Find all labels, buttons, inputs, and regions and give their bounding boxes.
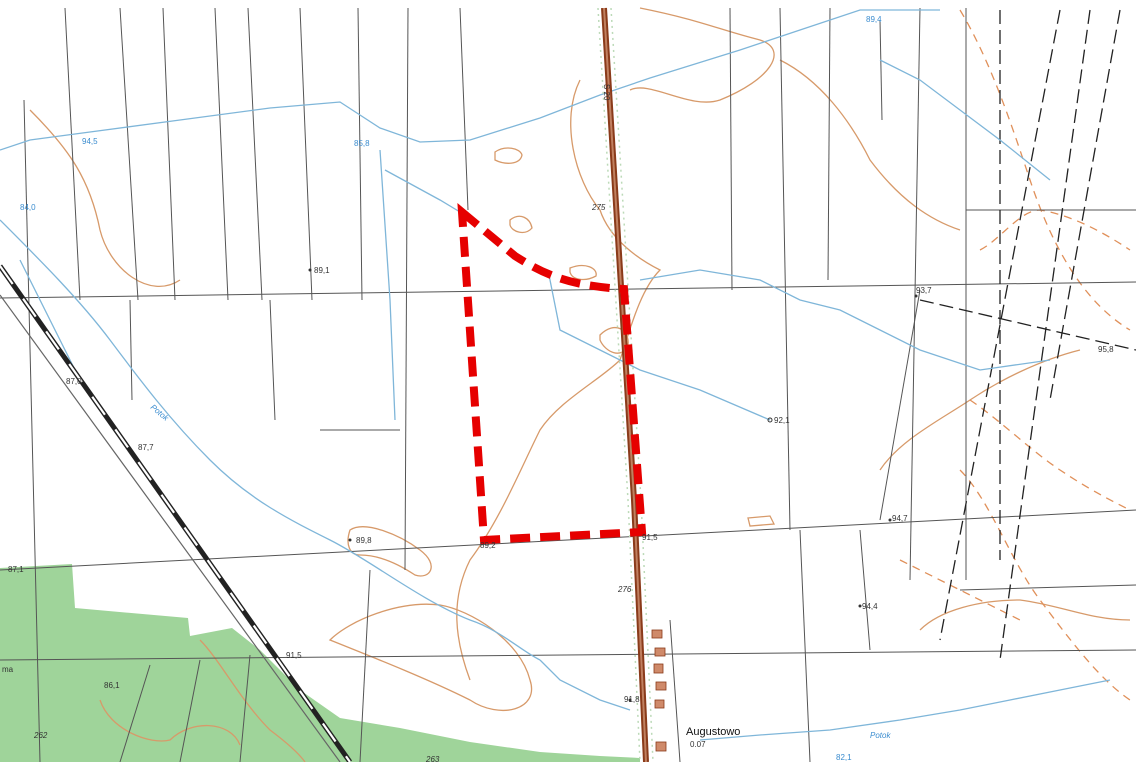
spot-height-label: 94,7: [892, 514, 908, 523]
spot-height-label: 95,8: [1098, 345, 1114, 354]
spot-height-label: 94,4: [862, 602, 878, 611]
spot-height-label: 92,1: [774, 416, 790, 425]
spot-height-label: 93,7: [916, 286, 932, 295]
spot-height-label: 82,1: [836, 753, 852, 762]
spot-height-label: 91,5: [286, 651, 302, 660]
railway: [0, 264, 353, 762]
main-road: [597, 7, 654, 762]
road-number-label: S 20: [602, 84, 611, 101]
spot-height-label: 85,8: [354, 139, 370, 148]
dashed-power-lines: [919, 9, 1136, 661]
edge-label: ma: [2, 665, 14, 674]
spot-height-label: 87,1: [8, 565, 24, 574]
plot-boundary: [457, 202, 647, 545]
place-name-label: Augustowo: [686, 726, 740, 738]
contour-label: 276: [617, 585, 632, 594]
forest-area: [0, 564, 640, 762]
place-value-label: 0.07: [690, 740, 706, 749]
contour-label: 262: [33, 731, 48, 740]
streams: [0, 9, 1111, 741]
spot-height-label: 84,0: [20, 203, 36, 212]
spot-height-label: 89,8: [356, 536, 372, 545]
stream-name-label: Potok: [870, 731, 891, 740]
village-buildings: [651, 629, 667, 752]
spot-height-label: 89,2: [480, 541, 496, 550]
grid-lines: [0, 7, 1136, 762]
spot-height-label: 94,5: [82, 137, 98, 146]
spot-height-label: 89,1: [314, 266, 330, 275]
contour-label: 275: [591, 203, 606, 212]
spot-height-label: 86,1: [104, 681, 120, 690]
spot-height-label: 89,4: [866, 15, 882, 24]
spot-height-label: 91,5: [642, 533, 658, 542]
spot-height-label: 87,7: [138, 443, 154, 452]
contour-label: 263: [425, 755, 440, 762]
spot-height-label: 91,8: [624, 695, 640, 704]
spot-height-label: 87,0: [66, 377, 82, 386]
